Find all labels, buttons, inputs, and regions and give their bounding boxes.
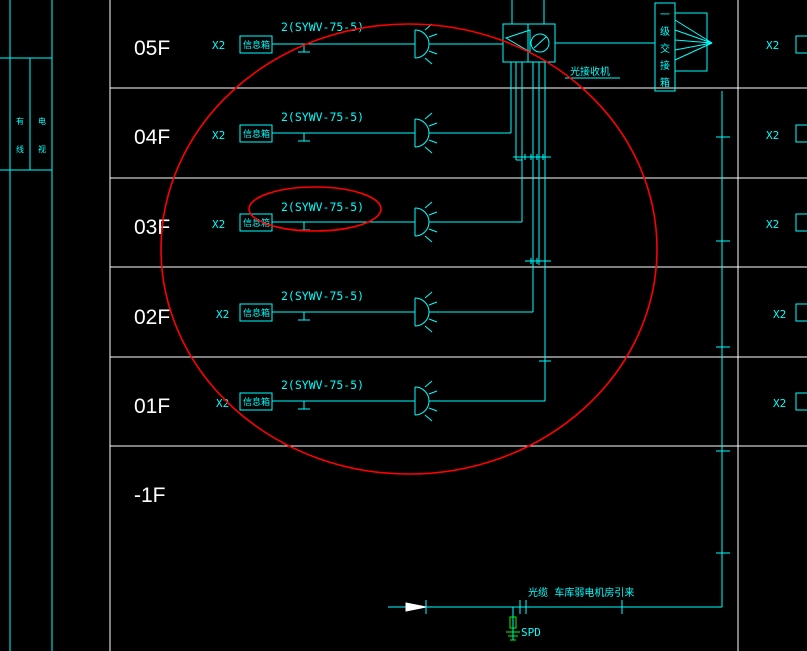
- floor-row-05f: X2 信息箱 2(SYWV-75-5): [212, 20, 503, 65]
- strip-char: 电: [38, 116, 46, 126]
- floor-labels: 05F 04F 03F 02F 01F -1F: [134, 37, 170, 507]
- optical-receiver-label: 光接收机: [570, 65, 610, 78]
- right-edge-column: X2 X2 X2 X2 X2: [766, 35, 807, 411]
- info-box-label: 信息箱: [243, 217, 270, 229]
- info-box-label: 信息箱: [243, 128, 270, 140]
- small-red-markup-ellipse: [248, 186, 382, 232]
- fiber-entry-label: 光缆 车库弱电机房引来: [528, 586, 634, 599]
- floor-division-lines: [109, 0, 807, 651]
- outlet-count: X2: [216, 308, 229, 321]
- right-trunk: [622, 91, 730, 608]
- outlet-count: X2: [216, 397, 229, 410]
- outlet-count: X2: [773, 397, 786, 410]
- info-box-label: 信息箱: [243, 39, 270, 51]
- info-box-label: 信息箱: [243, 307, 270, 319]
- floor-row-01f: X2 信息箱 2(SYWV-75-5): [216, 378, 545, 422]
- outlet-count: X2: [766, 129, 779, 142]
- tv-outlet-icon: [272, 380, 545, 422]
- outlet-count: X2: [773, 308, 786, 321]
- outlet-count: X2: [766, 39, 779, 52]
- floor-label-01f: 01F: [134, 395, 170, 418]
- floor-row-02f: X2 信息箱 2(SYWV-75-5): [216, 289, 533, 333]
- strip-char: 线: [16, 144, 24, 154]
- spd-label: SPD: [521, 626, 541, 639]
- tv-outlet-icon: [272, 112, 511, 154]
- distribution-box-label: 一 级 交 接 箱: [660, 10, 670, 89]
- floor-row-04f: X2 信息箱 2(SYWV-75-5): [212, 110, 511, 154]
- riser-cables: [510, 0, 551, 401]
- floor-label-b1f: -1F: [134, 484, 166, 507]
- box-char: 一: [660, 10, 670, 21]
- info-box-label: 信息箱: [243, 396, 270, 408]
- optical-receiver: [502, 23, 655, 63]
- box-char: 级: [660, 26, 670, 38]
- floor-label-02f: 02F: [134, 306, 170, 329]
- cable-label: 2(SYWV-75-5): [281, 289, 364, 303]
- box-char: 箱: [660, 76, 670, 89]
- cable-label: 2(SYWV-75-5): [281, 200, 364, 214]
- floor-row-03f: X2 信息箱 2(SYWV-75-5): [212, 200, 522, 243]
- floor-label-05f: 05F: [134, 37, 170, 60]
- strip-char: 有: [16, 116, 24, 126]
- left-title-strip: [0, 0, 53, 651]
- distribution-box: [654, 2, 713, 92]
- incoming-fiber: [388, 600, 623, 640]
- box-char: 交: [660, 42, 670, 55]
- tv-outlet-icon: [272, 201, 522, 243]
- outlet-count: X2: [212, 39, 225, 52]
- strip-char: 视: [38, 144, 46, 154]
- markup-annotations: [160, 23, 658, 475]
- left-strip-text: 有 线 电 视: [16, 116, 46, 154]
- tv-outlet-icon: [272, 23, 503, 65]
- outlet-count: X2: [212, 218, 225, 231]
- floor-label-03f: 03F: [134, 216, 170, 239]
- outlet-count: X2: [766, 218, 779, 231]
- floor-label-04f: 04F: [134, 126, 170, 149]
- box-char: 接: [660, 59, 670, 72]
- cable-label: 2(SYWV-75-5): [281, 378, 364, 392]
- tv-outlet-icon: [272, 291, 533, 333]
- spd-icon: [506, 616, 520, 641]
- cable-label: 2(SYWV-75-5): [281, 20, 364, 34]
- outlet-count: X2: [212, 129, 225, 142]
- cable-label: 2(SYWV-75-5): [281, 110, 364, 124]
- large-red-markup-ellipse: [160, 23, 658, 475]
